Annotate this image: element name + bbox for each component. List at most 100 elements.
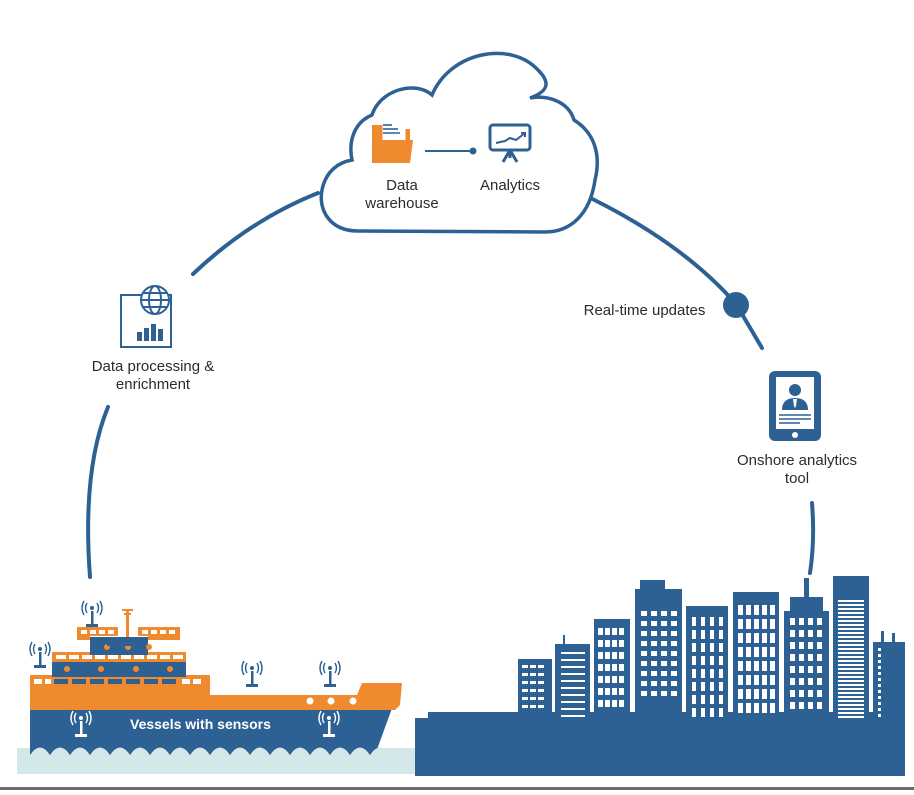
building-window (605, 664, 610, 671)
building-window (746, 689, 751, 699)
building-window (878, 696, 881, 699)
building-window (530, 665, 536, 668)
building-window (619, 640, 624, 647)
building-window (878, 654, 881, 657)
building-window (817, 630, 822, 637)
building-window (701, 617, 705, 626)
building-window (701, 682, 705, 691)
building-window (838, 672, 864, 674)
building-window (808, 630, 813, 637)
building-window (719, 695, 723, 704)
realtime-updates-label: Real-time updates (572, 302, 717, 320)
building-window (661, 651, 667, 656)
building-window (561, 673, 585, 675)
building-window (598, 664, 603, 671)
building-window (838, 628, 864, 630)
building-window (762, 633, 767, 643)
building-window (651, 671, 657, 676)
building-window (817, 642, 822, 649)
onshore-tool-label-line2: tool (784, 470, 810, 487)
building-window (799, 618, 804, 625)
building-window (746, 647, 751, 657)
building-window (651, 621, 657, 626)
building-window (878, 708, 881, 711)
processing-label-line2: enrichment (115, 376, 191, 393)
building-window (738, 661, 743, 671)
building-window (790, 666, 795, 673)
building-window (808, 666, 813, 673)
building-window (838, 604, 864, 606)
building-window (878, 648, 881, 651)
building-window (770, 619, 775, 629)
building-window (701, 669, 705, 678)
building-window (619, 664, 624, 671)
building-window (799, 642, 804, 649)
building-window (692, 669, 696, 678)
building-window (538, 673, 544, 676)
antenna-icon (70, 710, 92, 737)
building-window (530, 697, 536, 700)
building-window (598, 640, 603, 647)
building-window (661, 641, 667, 646)
building-window (878, 702, 881, 705)
building-window (598, 700, 603, 707)
building-window (754, 661, 759, 671)
building-window (612, 664, 617, 671)
building-window (671, 641, 677, 646)
building-window (661, 681, 667, 686)
building-window (838, 660, 864, 662)
building-window (651, 681, 657, 686)
building-window (561, 666, 585, 668)
building-window (878, 660, 881, 663)
building-window (701, 656, 705, 665)
building-window (878, 684, 881, 687)
building-window (808, 618, 813, 625)
tablet-user-icon (769, 371, 821, 441)
building-window (762, 647, 767, 657)
building-window (838, 688, 864, 690)
building-window (671, 631, 677, 636)
building-window (738, 619, 743, 629)
building-window (612, 652, 617, 659)
bottom-divider (0, 787, 914, 790)
building-window (838, 668, 864, 670)
building-window (817, 654, 822, 661)
building-window (790, 690, 795, 697)
connector-onshore-to-city (808, 501, 816, 575)
building-window (605, 688, 610, 695)
building-window (838, 624, 864, 626)
building-window (619, 652, 624, 659)
building-window (770, 703, 775, 713)
building-window (838, 648, 864, 650)
building-window (838, 696, 864, 698)
building-window (651, 611, 657, 616)
building-window (561, 652, 585, 654)
building-window (710, 617, 714, 626)
building-window (808, 702, 813, 709)
building-window (838, 612, 864, 614)
building-window (530, 689, 536, 692)
building-window (719, 617, 723, 626)
building-window (605, 628, 610, 635)
building-window (671, 671, 677, 676)
building-window (754, 619, 759, 629)
building-window (619, 676, 624, 683)
building-window (838, 680, 864, 682)
building-window (692, 695, 696, 704)
building-window (522, 689, 528, 692)
building-window (719, 643, 723, 652)
presentation-chart-icon (488, 123, 532, 163)
antenna-icon (241, 660, 263, 687)
building-window (799, 690, 804, 697)
building-window (561, 680, 585, 682)
building-window (661, 691, 667, 696)
building-window (838, 712, 864, 714)
building-window (538, 665, 544, 668)
building-window (770, 605, 775, 615)
building-window (754, 633, 759, 643)
building-window (719, 656, 723, 665)
building-window (719, 669, 723, 678)
building-window (738, 689, 743, 699)
building-window (671, 651, 677, 656)
building-window (838, 676, 864, 678)
